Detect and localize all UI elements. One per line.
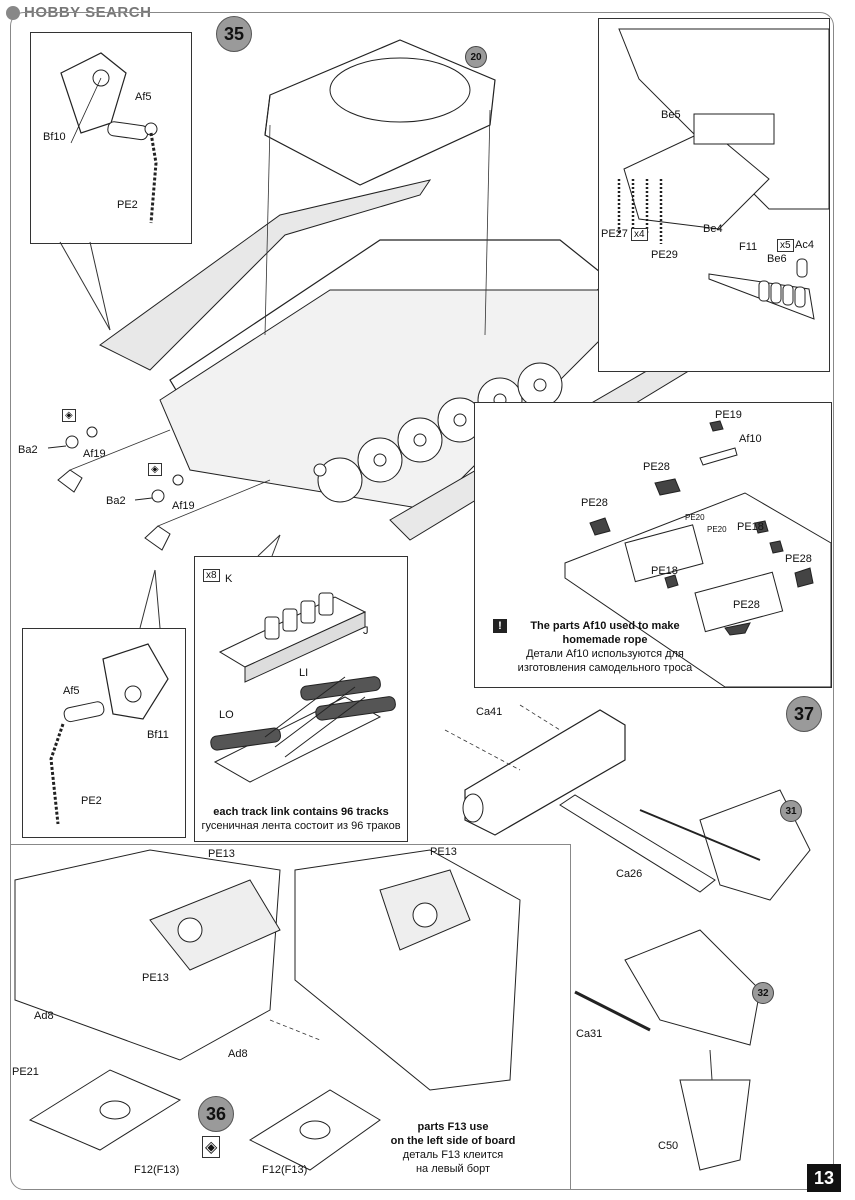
ref-20-badge: 20 xyxy=(465,46,487,68)
qty-x5: x5 xyxy=(777,239,794,252)
label-ca26: Ca26 xyxy=(616,868,643,880)
page-number: 13 xyxy=(807,1164,841,1192)
ref-31-badge: 31 xyxy=(780,800,802,822)
qty-x4: x4 xyxy=(631,228,648,241)
rope-note: The parts Af10 used to make homemade rop… xyxy=(495,619,715,675)
label-pe20-a: PE20 xyxy=(685,513,705,522)
inset-track-links: x8 K J LI LO each track link contains 96… xyxy=(194,556,408,842)
label-af10: Af10 xyxy=(739,433,762,445)
label-pe28-c: PE28 xyxy=(785,553,812,565)
inset-tow-hook-top: Bf10 Af5 PE2 xyxy=(30,32,192,244)
rope-note-ru-2: изготовления самодельного троса xyxy=(517,662,693,674)
rear-panel-drawing xyxy=(617,28,830,320)
ref-32-badge: 32 xyxy=(752,982,774,1004)
label-be4: Be4 xyxy=(703,223,723,235)
label-ac4: Ac4 xyxy=(795,239,814,251)
label-f12-b: F12(F13) xyxy=(262,1164,308,1176)
rope-note-ru-1: Детали Af10 используются для xyxy=(526,648,684,660)
step-36-frame xyxy=(10,844,571,1189)
label-af5-top: Af5 xyxy=(135,91,152,103)
label-pe2-top: PE2 xyxy=(117,199,138,211)
label-pe28-d: PE28 xyxy=(733,599,760,611)
label-af5-bottom: Af5 xyxy=(63,685,80,697)
label-ba2-b: Ba2 xyxy=(106,495,126,507)
inset-tow-hook-bottom: Af5 Bf11 PE2 xyxy=(22,628,186,838)
label-ba2-a: Ba2 xyxy=(18,444,38,456)
label-li: LI xyxy=(299,667,309,679)
label-be5: Be5 xyxy=(661,109,681,121)
f13-note-ru-2: на левый борт xyxy=(415,1163,491,1175)
step-35-badge: 35 xyxy=(216,16,252,52)
track-note: each track link contains 96 tracks гусен… xyxy=(199,805,403,833)
label-be6: Be6 xyxy=(767,253,787,265)
label-pe18-b: PE18 xyxy=(651,565,678,577)
label-pe13-c: PE13 xyxy=(430,846,457,858)
label-pe27: PE27 xyxy=(601,228,628,240)
inset-rear-panel: Be5 PE27 x4 PE29 Be4 F11 x5 Ac4 Be6 xyxy=(598,18,830,372)
label-pe18-a: PE18 xyxy=(737,521,764,533)
step-36-badge: 36 xyxy=(198,1096,234,1132)
label-af19-a: Af19 xyxy=(83,448,106,460)
label-pe13-a: PE13 xyxy=(208,848,235,860)
f13-note: parts F13 use on the left side of board … xyxy=(378,1120,528,1176)
track-note-ru: гусеничная лента состоит из 96 траков xyxy=(201,820,401,832)
track-links-drawing xyxy=(210,592,396,783)
label-k: K xyxy=(225,573,233,585)
glue-symbol-a: ◈ xyxy=(62,409,76,422)
label-ca31: Ca31 xyxy=(576,1028,603,1040)
label-j: J xyxy=(363,625,369,637)
label-pe19: PE19 xyxy=(715,409,742,421)
label-ca41: Ca41 xyxy=(476,706,503,718)
label-pe2-bottom: PE2 xyxy=(81,795,102,807)
label-bf10: Bf10 xyxy=(43,131,66,143)
step-37-badge: 37 xyxy=(786,696,822,732)
label-c50: C50 xyxy=(658,1140,679,1152)
label-pe21: PE21 xyxy=(12,1066,39,1078)
label-pe29: PE29 xyxy=(651,249,678,261)
qty-x8: x8 xyxy=(203,569,220,582)
glue-symbol-36: ◈ xyxy=(202,1136,221,1158)
label-pe28-a: PE28 xyxy=(643,461,670,473)
rear-deck-drawing xyxy=(564,420,832,688)
label-bf11: Bf11 xyxy=(147,729,169,741)
f13-note-en-2: on the left side of board xyxy=(390,1135,516,1147)
f13-note-ru-1: деталь F13 клеится xyxy=(402,1149,504,1161)
label-pe28-b: PE28 xyxy=(581,497,608,509)
tow-hook-top-drawing xyxy=(60,52,158,224)
rope-note-en-1: The parts Af10 used to make xyxy=(530,620,680,632)
label-af19-b: Af19 xyxy=(172,500,195,512)
tow-hook-bottom-drawing xyxy=(49,643,169,825)
label-lo: LO xyxy=(219,709,234,721)
label-f11: F11 xyxy=(739,241,758,253)
label-pe20-b: PE20 xyxy=(707,525,727,534)
rope-note-en-2: homemade rope xyxy=(562,634,648,646)
warning-icon: ! xyxy=(493,619,507,633)
label-pe13-b: PE13 xyxy=(142,972,169,984)
label-f12-a: F12(F13) xyxy=(134,1164,180,1176)
track-note-en: each track link contains 96 tracks xyxy=(213,806,389,818)
f13-note-en-1: parts F13 use xyxy=(417,1121,489,1133)
label-ad8-a: Ad8 xyxy=(34,1010,54,1022)
label-ad8-b: Ad8 xyxy=(228,1048,248,1060)
inset-rear-deck: PE19 Af10 PE28 PE28 PE20 PE20 PE18 PE18 … xyxy=(474,402,832,688)
glue-symbol-b: ◈ xyxy=(148,463,162,476)
page-frame xyxy=(10,12,834,1190)
